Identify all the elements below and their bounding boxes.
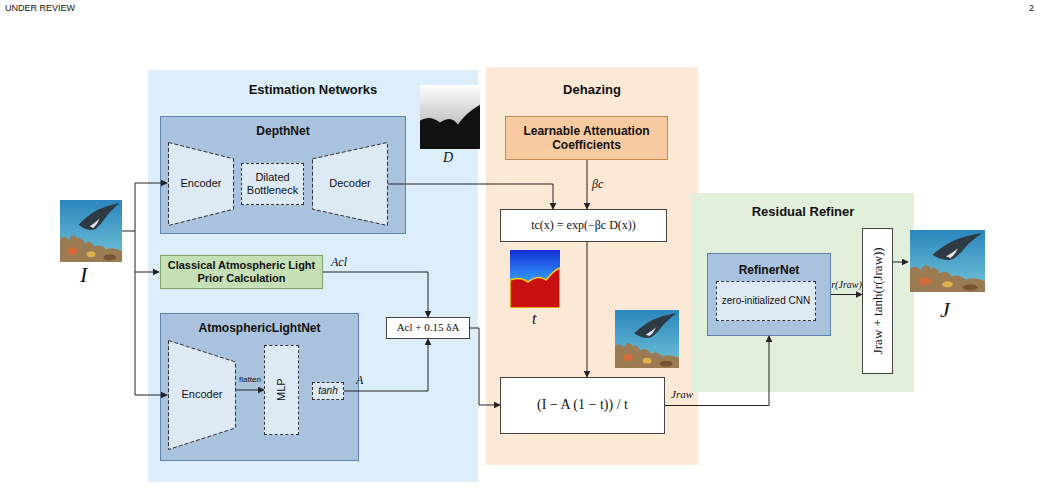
panel-title: Residual Refiner [692,204,914,220]
formula-text: (I − A (1 − t)) / t [537,397,628,414]
input-wire [135,395,167,396]
block-label: Encoder [181,177,222,190]
running-header: UNDER REVIEW [5,3,75,14]
edge-label: r(Jraw) [831,279,862,291]
depth-map [420,85,480,149]
transmission-symbol: t [532,309,536,328]
trapezoid-shape [169,143,234,226]
parameter-box: Learnable Attenuation Coefficients [505,116,668,160]
trapezoid-shape [169,341,236,450]
connector [323,272,428,317]
input-symbol: I [80,262,87,288]
activation-block: tanh [312,382,344,400]
formula-text: Jraw + tanh(r(Jraw)) [870,248,886,355]
raw-dehazed-image [615,310,679,368]
input-wire [122,183,135,395]
mlp-block: MLP [264,345,299,435]
connector [236,390,264,391]
block-label: tanh [318,385,337,397]
panel-band: Residual RefinerRefinerNet zero-initializ… [692,193,914,392]
edge-label: flatten [239,375,261,385]
input-wire [135,183,167,184]
block-label: Encoder [182,388,223,401]
box-title: AtmosphericLightNet [161,321,358,335]
panel-title: Estimation Networks [148,82,478,98]
formula-box: Jraw + tanh(r(Jraw)) [862,228,893,374]
output-image [910,230,985,292]
output-wire [893,262,908,263]
network-box: RefinerNet zero-initialized CNN [707,253,831,336]
block-label: MLP [275,379,288,402]
connector [344,339,428,391]
connector [587,160,588,209]
box-label: Learnable Attenuation Coefficients [510,124,663,153]
formula-box: Acl + 0.15 δA [386,317,470,339]
connector [388,184,553,209]
block-label: Decoder [329,177,371,190]
block-label: Dilated Bottleneck [246,171,299,197]
edge-label: A [356,373,363,387]
input-image [60,200,122,262]
input-wire [135,272,159,273]
prior-box: Classical Atmospheric Light Prior Calcul… [160,255,323,289]
trapezoid-shape [313,143,388,226]
box-title: RefinerNet [708,263,830,277]
formula-text: Acl + 0.15 δA [397,321,460,334]
formula-box: (I − A (1 − t)) / t [500,377,665,434]
formula-box: tc(x) = exp(−βc D(x)) [500,209,667,242]
bottleneck-block: Dilated Bottleneck [241,163,304,205]
box-label: Classical Atmospheric Light Prior Calcul… [165,259,318,285]
connector [665,336,769,406]
panel-title: Dehazing [486,82,698,98]
edge-label: βc [592,177,603,191]
encoder-block: Encoder [168,142,234,226]
decoder-block: Decoder [312,142,388,226]
connector [587,242,588,377]
connector-layer [236,160,862,406]
block-label: zero-initialized CNN [722,295,810,307]
depth-symbol: D [443,150,453,167]
encoder-block: Encoder [168,340,236,450]
page-number: 2 [1029,3,1034,14]
output-symbol: J [940,297,950,323]
connector [470,328,500,405]
transmission-map [510,250,560,308]
edge-label: Jraw [671,388,693,401]
edge-label: Acl [331,255,347,269]
formula-text: tc(x) = exp(−βc D(x)) [531,218,636,232]
connector [831,294,862,295]
cnn-block: zero-initialized CNN [716,281,816,321]
network-box: AtmosphericLightNetEncoder MLP tanh [160,313,359,461]
network-box: DepthNetEncoder Dilated Bottleneck Decoder [160,116,406,234]
box-title: DepthNet [161,124,405,138]
